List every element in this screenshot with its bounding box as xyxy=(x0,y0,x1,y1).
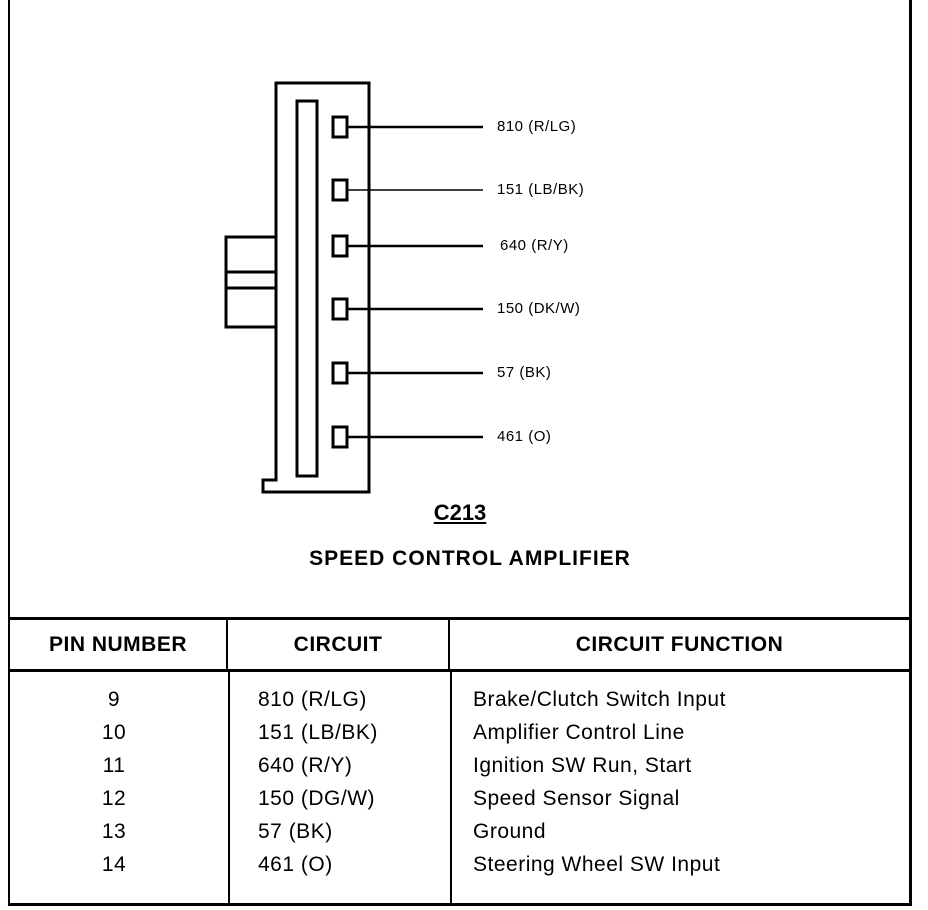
pin-number-cell: 9 xyxy=(107,688,121,711)
pin-number-cell: 11 xyxy=(102,754,126,777)
circuit-cell: 810 (R/LG) xyxy=(258,688,367,711)
pin-number-cell: 13 xyxy=(101,820,127,843)
circuit-cell: 640 (R/Y) xyxy=(258,754,353,777)
pin-label: 810 (R/LG) xyxy=(497,118,577,135)
diagram-frame xyxy=(8,0,912,906)
connector-body xyxy=(261,81,371,494)
circuit-function-cell: Brake/Clutch Switch Input xyxy=(473,688,726,711)
circuit-function-cell: Steering Wheel SW Input xyxy=(473,853,721,876)
connector-pin xyxy=(331,178,349,202)
circuit-function-cell: Ignition SW Run, Start xyxy=(473,754,692,777)
pin-number-cell: 12 xyxy=(101,787,127,810)
connector-id: C213 xyxy=(433,500,487,525)
pin-number-cell: 10 xyxy=(101,721,127,744)
column-divider xyxy=(450,672,452,903)
connector-diagram: 810 (R/LG) 151 (LB/BK) 640 (R/Y) 150 (DK/W)… xyxy=(224,81,631,570)
circuit-function-cell: Speed Sensor Signal xyxy=(473,787,680,810)
pin-number-cell: 14 xyxy=(101,853,127,876)
circuit-cell: 151 (LB/BK) xyxy=(258,721,378,744)
pin-label: 150 (DK/W) xyxy=(497,300,581,317)
circuit-function-cell: Ground xyxy=(473,820,547,843)
header-pin-number: PIN NUMBER xyxy=(10,620,228,672)
pinout-table: PIN NUMBER CIRCUIT CIRCUIT FUNCTION 9 810… xyxy=(10,617,909,903)
circuit-cell: 57 (BK) xyxy=(258,820,333,843)
connector-drawing xyxy=(224,81,483,494)
pin-label: 57 (BK) xyxy=(497,364,552,381)
circuit-cell: 150 (DG/W) xyxy=(258,787,376,810)
connector-pin xyxy=(331,234,349,258)
connector-slot xyxy=(295,99,319,478)
connector-pin xyxy=(331,425,349,449)
column-divider xyxy=(228,672,230,903)
header-circuit-function: CIRCUIT FUNCTION xyxy=(450,620,909,672)
pin-label: 461 (O) xyxy=(497,428,552,445)
connector-tab xyxy=(224,235,278,329)
header-circuit: CIRCUIT xyxy=(228,620,450,672)
circuit-cell: 461 (O) xyxy=(258,853,333,876)
connector-pin xyxy=(331,115,349,139)
pin-label: 151 (LB/BK) xyxy=(497,181,585,198)
component-name: SPEED CONTROL AMPLIFIER xyxy=(309,547,631,570)
circuit-function-cell: Amplifier Control Line xyxy=(473,721,685,744)
connector-pin xyxy=(331,297,349,321)
pin-label: 640 (R/Y) xyxy=(500,237,569,254)
connector-pin xyxy=(331,361,349,385)
